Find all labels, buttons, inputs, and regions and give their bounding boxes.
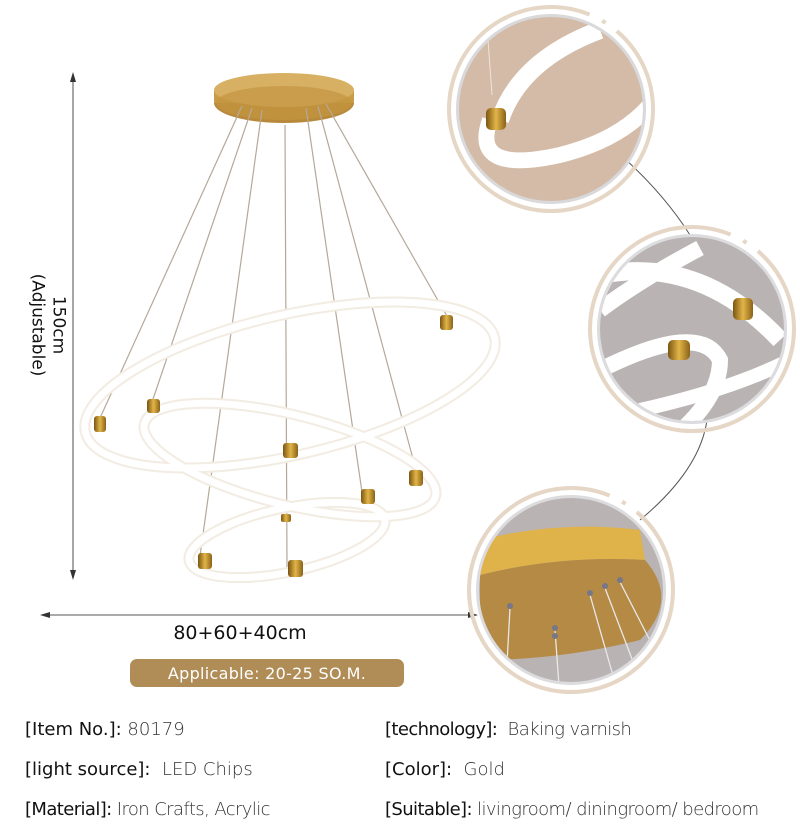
width-dimension-line — [40, 612, 478, 618]
height-value: 150cm — [48, 295, 69, 355]
spec-material: [Material]: Iron Crafts, Acrylic — [25, 799, 271, 820]
spec-value: Baking varnish — [497, 719, 632, 740]
ring-crossing-closeup — [588, 225, 796, 433]
spec-value: livingroom/ diningroom/ bedroom — [471, 799, 759, 820]
spec-light-source: [light source]: LED Chips — [25, 759, 253, 780]
ring-clip-closeup — [447, 5, 655, 213]
spec-key: [Color]: — [385, 759, 453, 780]
spec-item-number: [Item No.]: 80179 — [25, 719, 185, 740]
spec-key: [Suitable]: — [385, 799, 473, 820]
spec-color: [Color]: Gold — [385, 759, 505, 780]
spec-value: LED Chips — [150, 759, 253, 780]
spec-key: [Item No.]: — [25, 719, 122, 740]
spec-value: Iron Crafts, Acrylic — [111, 799, 271, 820]
spec-key: [light source]: — [25, 759, 151, 780]
spec-key: [Material]: — [25, 799, 112, 820]
product-illustration — [40, 5, 796, 694]
spec-key: [technology]: — [385, 719, 498, 740]
height-dimension-line — [70, 72, 76, 580]
spec-suitable: [Suitable]: livingroom/ diningroom/ bedr… — [385, 799, 759, 820]
height-note: (Adjustable) — [27, 273, 48, 377]
height-dimension-label: 150cm (Adjustable) — [12, 255, 82, 395]
canopy-closeup — [467, 486, 675, 694]
applicable-area-badge: Applicable: 20-25 SO.M. — [130, 659, 404, 687]
spec-technology: [technology]: Baking varnish — [385, 719, 632, 740]
spec-value: Gold — [452, 759, 505, 780]
spec-value: 80179 — [121, 719, 185, 740]
width-dimension-label: 80+60+40cm — [173, 622, 307, 644]
chandelier-image — [79, 73, 501, 584]
